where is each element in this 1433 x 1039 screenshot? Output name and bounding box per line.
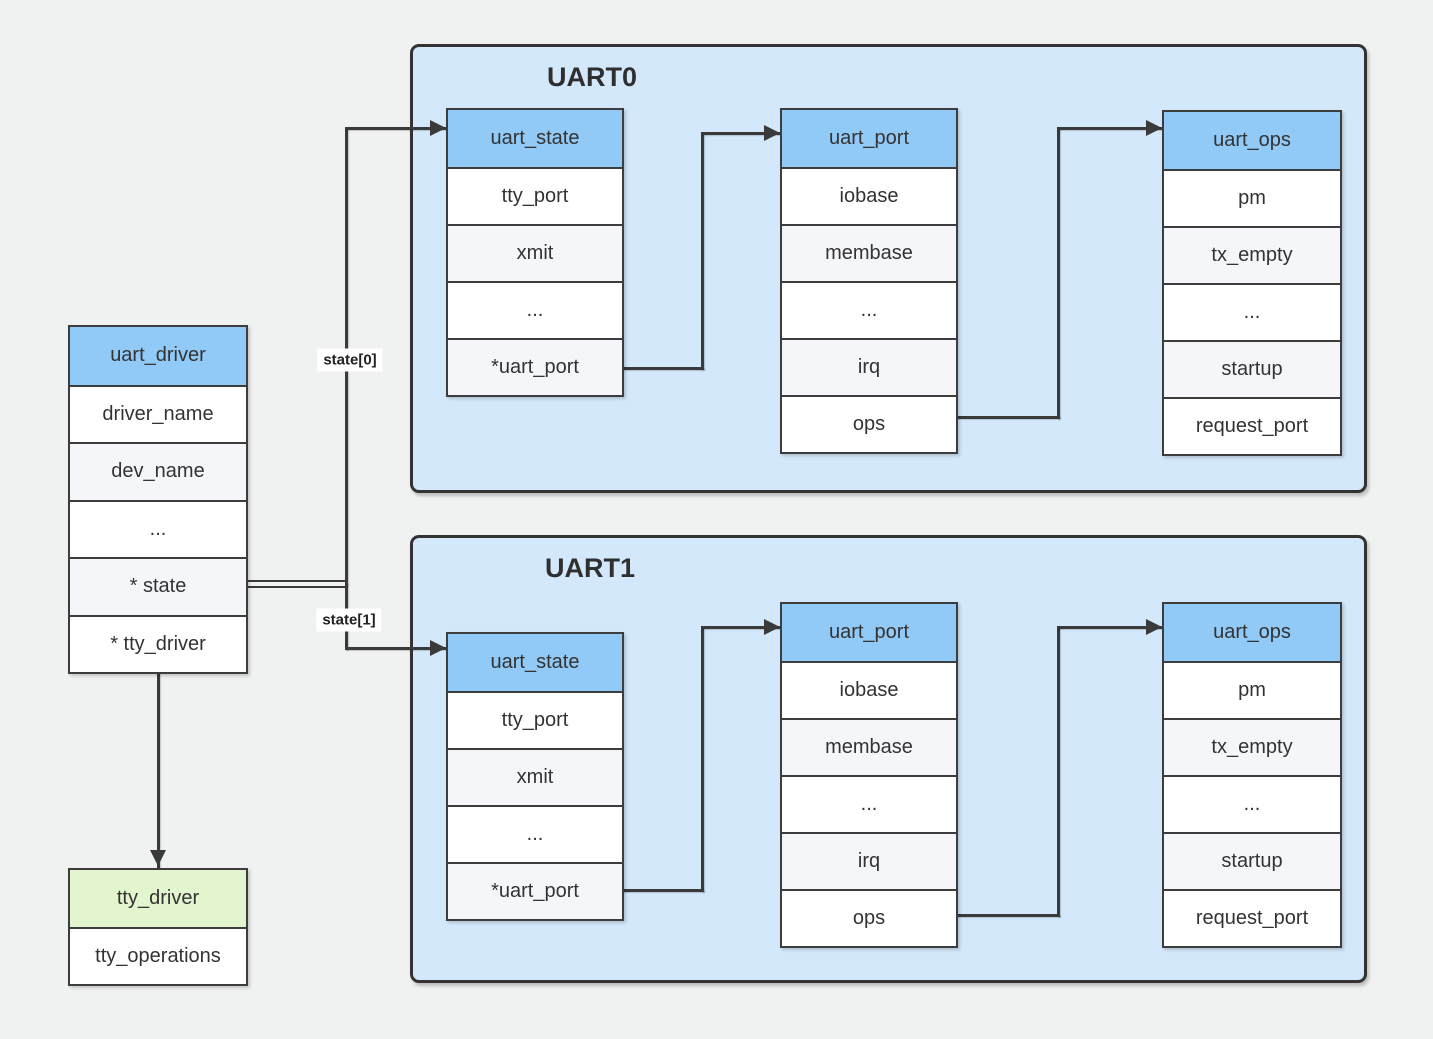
- struct-field-uart_ops_0-4: request_port: [1164, 397, 1340, 454]
- connector-segment-uartport-1: [700, 625, 704, 892]
- arrowhead-state-0: [430, 120, 446, 136]
- struct-field-uart_port_0-1: membase: [782, 224, 956, 281]
- connector-segment-state-stub: [248, 580, 347, 588]
- edge-label-state1: state[1]: [316, 608, 382, 632]
- struct-field-uart_ops_1-4: request_port: [1164, 889, 1340, 946]
- connector-segment-tty: [156, 668, 160, 868]
- struct-field-uart_port_0-3: irq: [782, 338, 956, 395]
- connector-segment-ops-0: [1056, 126, 1164, 130]
- connector-segment-uartport-0: [700, 131, 782, 135]
- struct-field-uart_port_1-0: iobase: [782, 661, 956, 718]
- struct-field-tty_driver-0: tty_operations: [70, 927, 246, 984]
- struct-field-uart_port_0-0: iobase: [782, 167, 956, 224]
- struct-field-uart_ops_1-2: ...: [1164, 775, 1340, 832]
- group-title-uart1: UART1: [544, 553, 635, 583]
- struct-field-uart_state_1-0: tty_port: [448, 691, 622, 748]
- arrowhead-ops-0: [1146, 120, 1162, 136]
- connector-segment-ops-1: [952, 913, 1060, 917]
- connector-segment-ops-0: [1056, 126, 1060, 419]
- connector-segment-uartport-1: [700, 625, 782, 629]
- struct-field-uart_port_1-1: membase: [782, 718, 956, 775]
- struct-field-uart_ops_0-2: ...: [1164, 283, 1340, 340]
- connector-segment-state-0: [344, 126, 448, 130]
- struct-field-uart_state_0-3: *uart_port: [448, 338, 622, 395]
- struct-header-uart_state_1: uart_state: [448, 634, 622, 691]
- struct-field-uart_ops_0-0: pm: [1164, 169, 1340, 226]
- struct-field-uart_driver-2: ...: [70, 499, 246, 557]
- struct-field-uart_state_1-1: xmit: [448, 748, 622, 805]
- connector-segment-uartport-1: [619, 888, 704, 892]
- struct-field-uart_port_0-2: ...: [782, 281, 956, 338]
- struct-field-uart_state_1-2: ...: [448, 805, 622, 862]
- struct-header-tty_driver: tty_driver: [70, 870, 246, 927]
- struct-field-uart_state_0-0: tty_port: [448, 167, 622, 224]
- struct-field-uart_port_1-4: ops: [782, 889, 956, 946]
- group-title-uart0: UART0: [546, 62, 637, 92]
- struct-field-uart_driver-0: driver_name: [70, 384, 246, 442]
- arrowhead-uartport-0: [764, 125, 780, 141]
- struct-header-uart_port_0: uart_port: [782, 110, 956, 167]
- arrowhead-uartport-1: [764, 619, 780, 635]
- struct-field-uart_ops_0-1: tx_empty: [1164, 226, 1340, 283]
- struct-field-uart_driver-1: dev_name: [70, 442, 246, 500]
- connector-segment-uartport-0: [700, 131, 704, 370]
- struct-field-uart_port_0-4: ops: [782, 395, 956, 452]
- struct-header-uart_ops_1: uart_ops: [1164, 604, 1340, 661]
- arrowhead-ops-1: [1146, 619, 1162, 635]
- connector-segment-ops-0: [952, 415, 1060, 419]
- arrowhead-state-1: [430, 640, 446, 656]
- struct-header-uart_state_0: uart_state: [448, 110, 622, 167]
- struct-field-uart_driver-4: * tty_driver: [70, 614, 246, 672]
- connector-segment-uartport-0: [619, 366, 704, 370]
- struct-field-uart_ops_1-0: pm: [1164, 661, 1340, 718]
- connector-segment-ops-1: [1056, 625, 1060, 917]
- struct-field-uart_state_0-1: xmit: [448, 224, 622, 281]
- connector-segment-state-1: [344, 646, 448, 650]
- arrowhead-tty: [150, 850, 166, 866]
- connector-segment-ops-1: [1056, 625, 1164, 629]
- struct-field-uart_ops_0-3: startup: [1164, 340, 1340, 397]
- struct-header-uart_ops_0: uart_ops: [1164, 112, 1340, 169]
- struct-field-uart_ops_1-3: startup: [1164, 832, 1340, 889]
- struct-field-uart_state_0-2: ...: [448, 281, 622, 338]
- struct-field-uart_port_1-3: irq: [782, 832, 956, 889]
- struct-header-uart_port_1: uart_port: [782, 604, 956, 661]
- edge-label-state0: state[0]: [317, 348, 383, 372]
- struct-field-uart_driver-3: * state: [70, 557, 246, 615]
- struct-field-uart_port_1-2: ...: [782, 775, 956, 832]
- struct-field-uart_state_1-3: *uart_port: [448, 862, 622, 919]
- struct-header-uart_driver: uart_driver: [70, 327, 246, 385]
- struct-field-uart_ops_1-1: tx_empty: [1164, 718, 1340, 775]
